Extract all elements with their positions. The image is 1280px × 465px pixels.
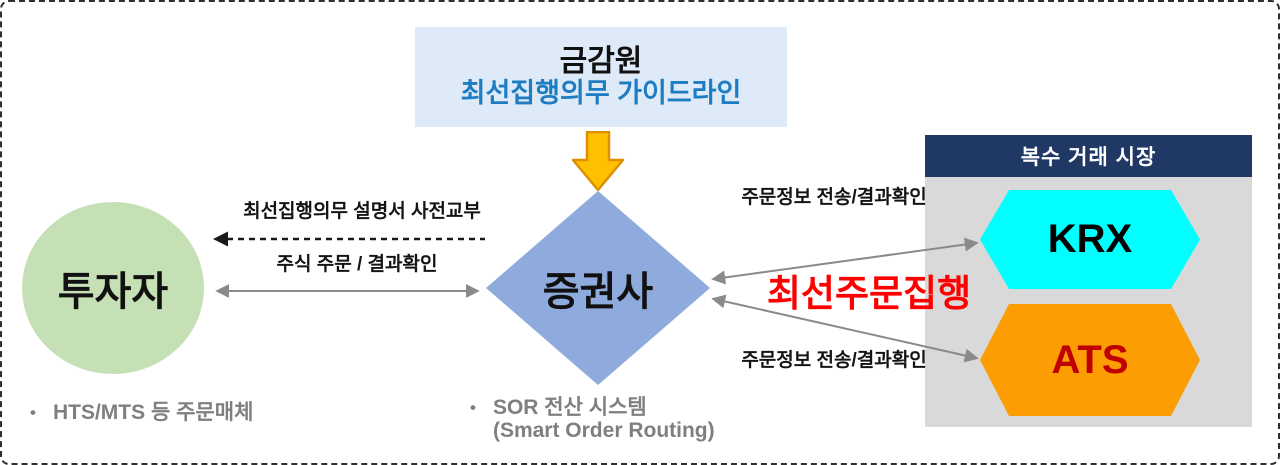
note-order-media-text: HTS/MTS 등 주문매체 — [52, 401, 254, 424]
market-panel-title: 복수 거래 시장 — [1020, 146, 1157, 169]
note-sor-line1: SOR 전산 시스템 — [492, 396, 647, 419]
order-info-top-label: 주문정보 전송/결과확인 — [741, 187, 927, 208]
bullet-icon: • — [30, 403, 36, 422]
note-sor-line2: (Smart Order Routing) — [492, 419, 715, 442]
krx-hexagon — [980, 190, 1200, 289]
down-arrow-icon — [571, 131, 625, 192]
regulator-title: 금감원 — [559, 45, 643, 78]
broker-diamond — [486, 191, 710, 385]
investor-label: 투자자 — [57, 270, 169, 314]
ats-hexagon — [980, 304, 1200, 416]
note-order-media: • HTS/MTS 등 주문매체 — [30, 401, 253, 424]
krx-label: KRX — [1047, 217, 1133, 261]
note-sor-system: • SOR 전산 시스템 (Smart Order Routing) — [470, 396, 715, 442]
order-info-bottom-label: 주문정보 전송/결과확인 — [741, 350, 927, 371]
regulator-box: 금감원 최선집행의무 가이드라인 — [415, 27, 787, 127]
ats-label: ATS — [1051, 337, 1129, 382]
broker-label: 증권사 — [542, 270, 654, 314]
market-panel-header: 복수 거래 시장 — [925, 135, 1252, 177]
best-execution-label: 최선주문집행 — [766, 273, 972, 314]
note-sor-text: SOR 전산 시스템 (Smart Order Routing) — [493, 396, 715, 442]
stock-order-label: 주식 주문 / 결과확인 — [276, 254, 438, 275]
stock-order-double-arrow-icon — [215, 284, 480, 298]
regulator-subtitle: 최선집행의무 가이드라인 — [460, 78, 742, 108]
bullet-icon: • — [470, 398, 476, 417]
routing-arrows-icon — [711, 237, 979, 363]
dashed-left-arrow-icon — [213, 231, 485, 247]
predisclosure-label: 최선집행의무 설명서 사전교부 — [243, 201, 481, 222]
investor-circle: 투자자 — [22, 202, 204, 374]
